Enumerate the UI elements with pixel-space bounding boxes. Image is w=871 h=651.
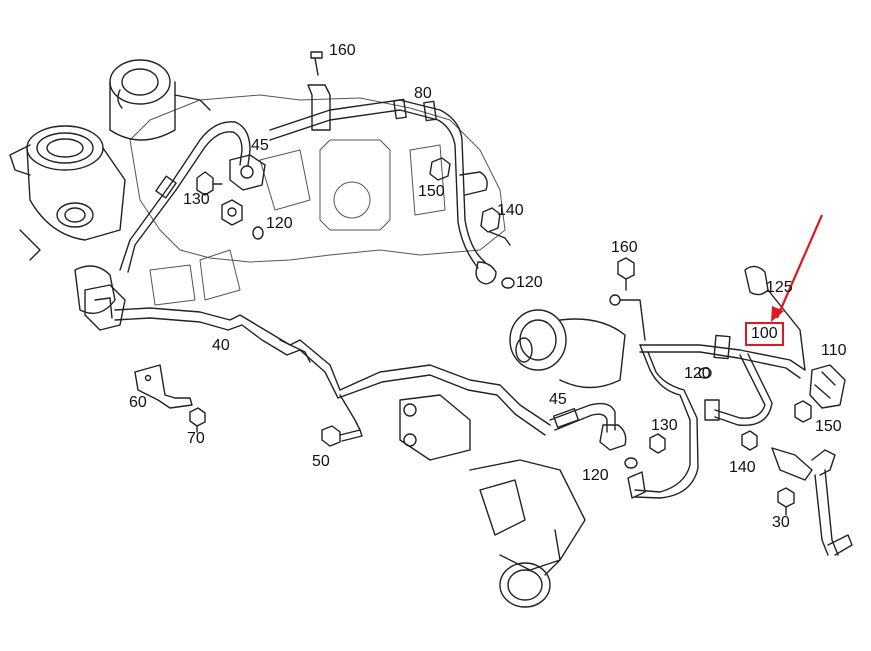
label-70: 70 <box>187 430 205 447</box>
label-80: 80 <box>414 85 432 102</box>
bracket-110 <box>809 364 846 409</box>
clamp-125 <box>744 265 806 371</box>
bracket-top <box>307 51 331 131</box>
label-125: 125 <box>766 279 793 296</box>
pipe-100 <box>609 294 806 499</box>
hardware-right <box>617 257 812 516</box>
label-140-right: 140 <box>729 459 756 476</box>
hardware-upper <box>196 157 515 289</box>
pipe-80 <box>269 98 497 285</box>
highlight-arrow <box>771 214 824 322</box>
pipe-45-upper <box>119 121 266 273</box>
label-120-bottom: 120 <box>582 467 609 484</box>
label-40: 40 <box>212 337 230 354</box>
label-140-top: 140 <box>497 202 524 219</box>
engine-block-upper <box>129 94 506 306</box>
turbocharger-right <box>399 309 626 608</box>
label-120-top: 120 <box>266 215 293 232</box>
label-60: 60 <box>129 394 147 411</box>
label-150-right: 150 <box>815 418 842 435</box>
bolt-50 <box>321 425 363 447</box>
label-120-right: 120 <box>684 365 711 382</box>
label-150-top: 150 <box>418 183 445 200</box>
turbocharger-left <box>9 125 126 314</box>
label-45-top: 45 <box>251 137 269 154</box>
label-100-highlighted: 100 <box>745 322 784 346</box>
sensor-30 <box>771 447 853 556</box>
label-50: 50 <box>312 453 330 470</box>
pipe-45-lower <box>549 402 627 451</box>
vacuum-unit-top <box>109 59 211 141</box>
label-30: 30 <box>772 514 790 531</box>
label-130-bottom: 130 <box>651 417 678 434</box>
label-130-top: 130 <box>183 191 210 208</box>
label-120-mid: 120 <box>516 274 543 291</box>
bracket-60 <box>134 364 206 433</box>
label-160-right: 160 <box>611 239 638 256</box>
label-110: 110 <box>821 342 847 359</box>
pipe-40 <box>84 284 551 436</box>
label-45-bottom: 45 <box>549 391 567 408</box>
label-160-top: 160 <box>329 42 356 59</box>
